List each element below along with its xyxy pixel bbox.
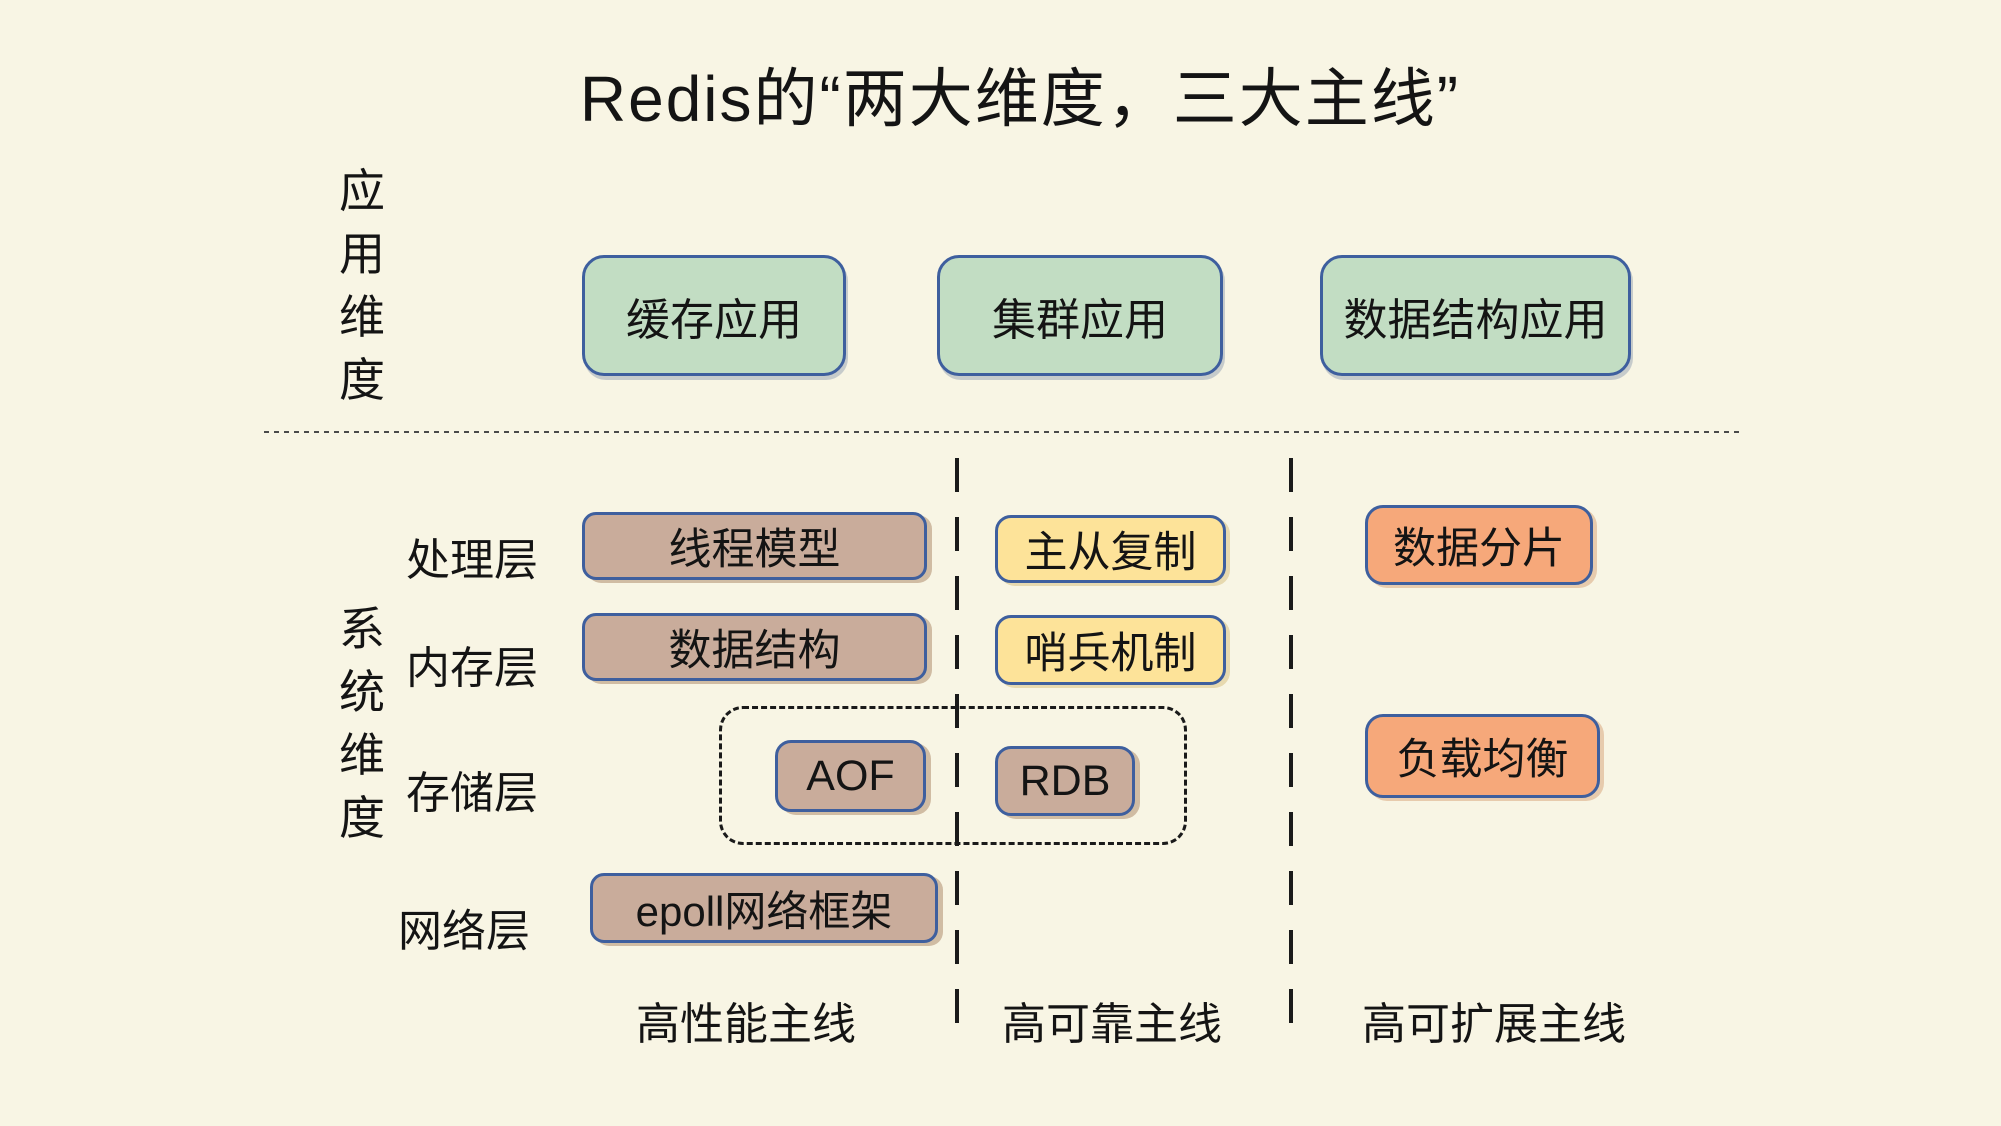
dim-sys-char: 系 bbox=[339, 603, 385, 655]
box-data-structure: 数据结构 bbox=[582, 613, 927, 681]
dim-app-char: 用 bbox=[339, 228, 385, 280]
dim-sys-char: 统 bbox=[339, 666, 385, 718]
box-cache-application: 缓存应用 bbox=[582, 255, 846, 376]
box-data-structure-application: 数据结构应用 bbox=[1320, 255, 1631, 376]
system-dimension-label: 系 统 维 度 bbox=[336, 598, 388, 850]
box-aof: AOF bbox=[775, 740, 926, 812]
application-dimension-label: 应 用 维 度 bbox=[336, 160, 388, 412]
mainline-high-scalability: 高可扩展主线 bbox=[1362, 1000, 1626, 1049]
dim-app-char: 度 bbox=[339, 354, 385, 406]
layer-label-memory: 内存层 bbox=[406, 644, 538, 693]
dimension-divider-dotted-line bbox=[264, 431, 1740, 433]
box-cluster-application: 集群应用 bbox=[937, 255, 1223, 376]
dim-app-char: 维 bbox=[339, 291, 385, 343]
mainline-high-reliability: 高可靠主线 bbox=[1002, 1000, 1222, 1049]
box-data-sharding: 数据分片 bbox=[1365, 505, 1593, 585]
dim-app-char: 应 bbox=[339, 165, 385, 217]
box-load-balancing: 负载均衡 bbox=[1365, 714, 1600, 798]
box-master-slave-replication: 主从复制 bbox=[995, 515, 1226, 583]
layer-label-storage: 存储层 bbox=[406, 769, 538, 818]
mainline-divider-1 bbox=[955, 458, 959, 1040]
layer-label-processing: 处理层 bbox=[406, 536, 538, 585]
mainline-high-performance: 高性能主线 bbox=[636, 1000, 856, 1049]
box-epoll-network-framework: epoll网络框架 bbox=[590, 873, 938, 943]
mainline-divider-2 bbox=[1289, 458, 1293, 1040]
box-rdb: RDB bbox=[995, 746, 1135, 816]
box-thread-model: 线程模型 bbox=[582, 512, 927, 580]
layer-label-network: 网络层 bbox=[398, 907, 530, 956]
dim-sys-char: 维 bbox=[339, 729, 385, 781]
diagram-title: Redis的“两大维度，三大主线” bbox=[579, 63, 1461, 135]
dim-sys-char: 度 bbox=[339, 792, 385, 844]
box-sentinel: 哨兵机制 bbox=[995, 615, 1226, 685]
persistence-dashed-group bbox=[719, 706, 1187, 845]
